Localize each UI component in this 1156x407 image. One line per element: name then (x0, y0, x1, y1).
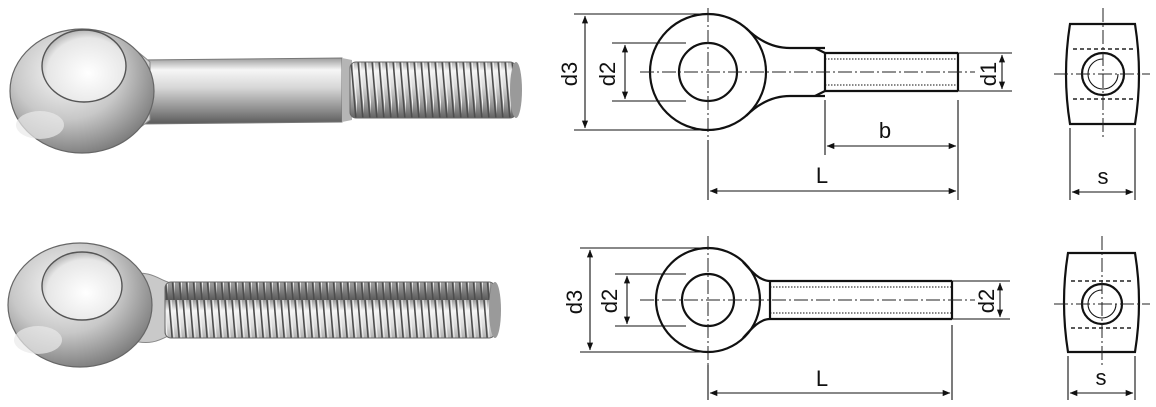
dim-label-d3: d3 (557, 62, 582, 86)
end-view-drawing-full: s (1054, 236, 1150, 400)
dim-label-d3: d3 (562, 290, 587, 314)
dim-label-b: b (879, 118, 891, 143)
dim-label-d2-shank: d2 (974, 289, 999, 313)
side-view-drawing-full: d3 d2 d2 L (562, 236, 1010, 400)
dim-label-L: L (816, 163, 828, 188)
dim-label-d2: d2 (597, 289, 622, 313)
eye-bolt-photo-full (7, 242, 501, 368)
eye-bolt-photo-partial (9, 28, 522, 154)
dim-label-d1: d1 (976, 62, 1001, 86)
dim-label-s: s (1096, 365, 1107, 390)
end-view-drawing-partial: s (1054, 8, 1150, 200)
dim-label-s: s (1098, 164, 1109, 189)
dim-label-L: L (816, 366, 828, 391)
side-view-drawing-partial: d3 d2 d1 b L (557, 8, 1012, 200)
dim-label-d2: d2 (595, 62, 620, 86)
